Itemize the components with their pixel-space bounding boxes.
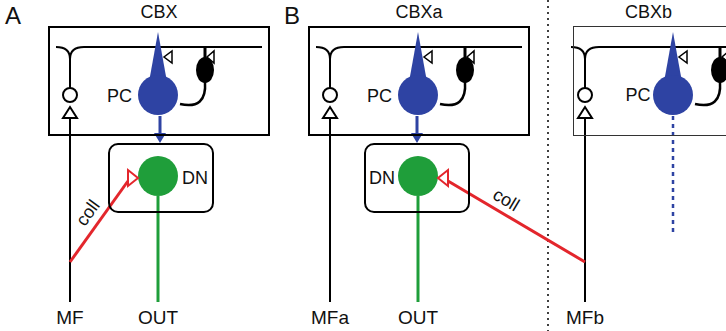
cell-label: PC (626, 85, 651, 106)
fiber-label: MFb (566, 307, 604, 329)
cortex-circuit (56, 32, 262, 302)
nucleus-box: DN (108, 143, 214, 213)
purkinje-cell: PC (623, 76, 723, 116)
fiber-label: OUT (398, 307, 438, 329)
separator (547, 0, 549, 331)
purkinje-cell: PC (104, 76, 212, 116)
axon-connector (154, 116, 166, 143)
cell-label: PC (107, 86, 132, 107)
collateral-terminal (128, 170, 138, 186)
nucleus-box: DN (364, 143, 470, 213)
nucleus-circuit (138, 156, 178, 302)
region-heading: CBXb (625, 2, 672, 23)
cortex-circuit (316, 32, 522, 302)
region-heading: CBXa (395, 2, 442, 23)
region-heading: CBX (140, 2, 177, 23)
nucleus-circuit (398, 156, 438, 302)
collateral-terminal (438, 170, 448, 186)
collateral (70, 181, 128, 262)
fiber-label: MFa (311, 307, 349, 329)
cortex-box: CBXaPC (308, 26, 530, 136)
purkinje-cell: PC (364, 76, 472, 116)
fiber-label: MF (56, 307, 83, 329)
cell-label: PC (367, 86, 392, 107)
cell-label: DN (369, 168, 395, 189)
cortex-circuit (571, 32, 726, 302)
panel-letter: A (5, 2, 21, 30)
axon-connector (411, 116, 423, 143)
fiber-label: coll (72, 196, 105, 230)
fiber-label: coll (489, 184, 523, 216)
purkinje-axon (672, 116, 675, 232)
fiber-label: OUT (138, 307, 178, 329)
cell-label: DN (182, 168, 208, 189)
panel-letter: B (284, 2, 300, 30)
cortex-box: CBXPC (48, 26, 270, 136)
cortex-box: CBXbPC (573, 26, 726, 136)
